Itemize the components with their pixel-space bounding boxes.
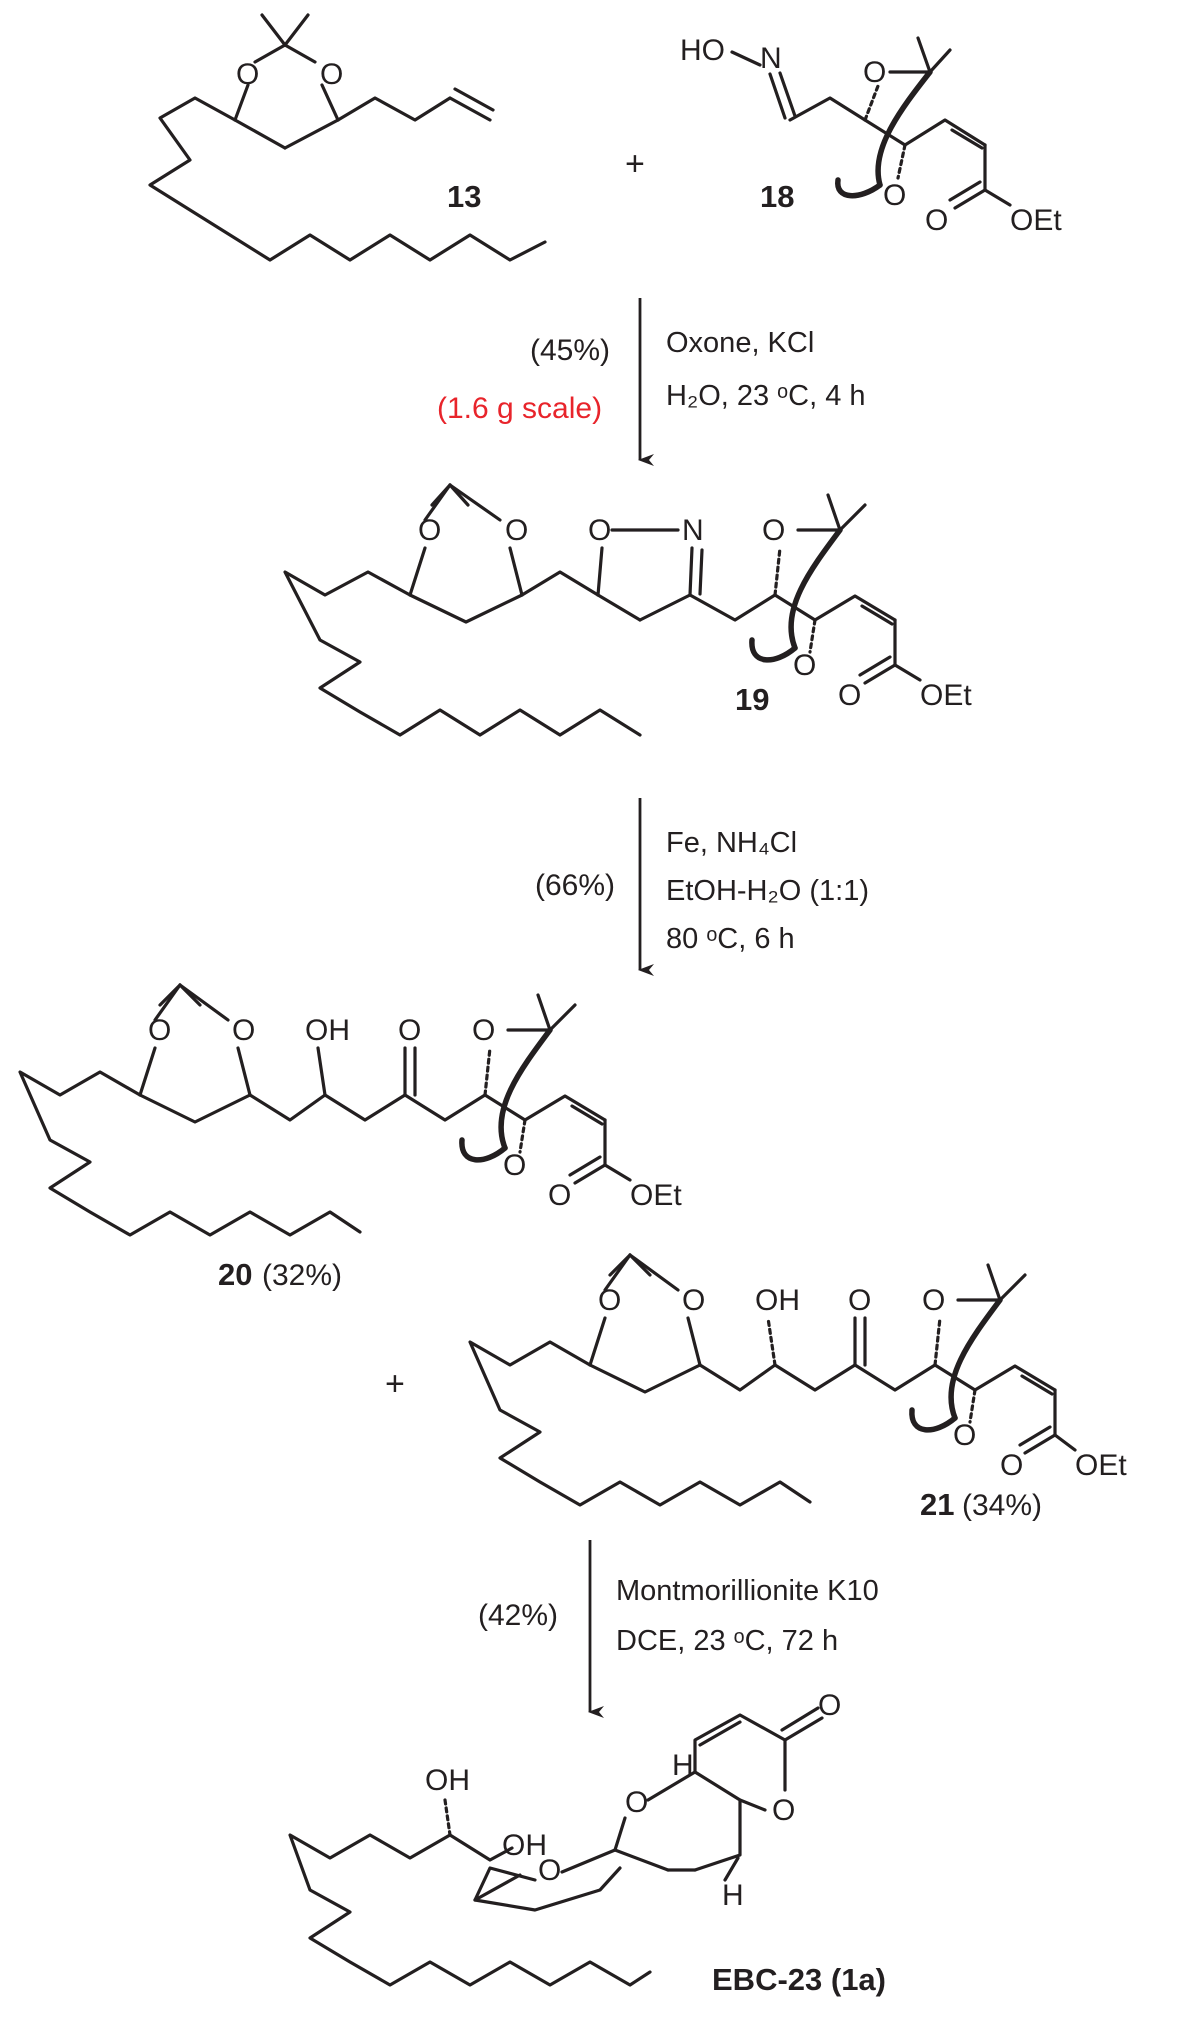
step3-yield: (42%) <box>478 1599 558 1632</box>
plus-sign: + <box>625 145 645 183</box>
oet-group: OEt <box>630 1179 682 1212</box>
step3-conditions-line2: DCE, 23 ᵒC, 72 h <box>616 1625 838 1657</box>
o-atom: O <box>762 514 785 547</box>
compound-19: O O O N O O O OEt 19 <box>283 483 972 737</box>
o-atom: O <box>818 1689 841 1722</box>
o-atom: O <box>548 1179 571 1212</box>
o-atom: O <box>883 179 906 212</box>
compound-20: O O OH O O O O OEt 20 (32%) <box>18 983 682 1292</box>
reaction-arrow-1: (45%) (1.6 g scale) Oxone, KCl H₂O, 23 ᵒ… <box>437 298 866 466</box>
o-atom: O <box>538 1854 561 1887</box>
o-atom: O <box>472 1014 495 1047</box>
o-atom: O <box>503 1149 526 1182</box>
compound-19-label: 19 <box>735 682 769 717</box>
ebc-23-label: EBC-23 (1a) <box>712 1962 886 1997</box>
step1-conditions-line2: H₂O, 23 ᵒC, 4 h <box>666 380 866 412</box>
o-atom: O <box>953 1419 976 1452</box>
o-atom: O <box>588 514 611 547</box>
o-atom: O <box>148 1014 171 1047</box>
step3-conditions-line1: Montmorillionite K10 <box>616 1575 879 1607</box>
step2-conditions-line1: Fe, NH₄Cl <box>666 827 797 859</box>
oet-group: OEt <box>920 679 972 712</box>
compound-18-label: 18 <box>760 179 794 214</box>
o-atom: O <box>925 204 948 237</box>
oh-group: OH <box>502 1829 547 1862</box>
oh-group: OH <box>425 1764 470 1797</box>
oet-group: OEt <box>1010 204 1062 237</box>
o-atom: O <box>863 56 886 89</box>
o-atom: O <box>848 1284 871 1317</box>
compound-18: HO N O O O OEt 18 <box>680 34 1062 237</box>
n-atom: N <box>682 514 704 547</box>
o-atom: O <box>1000 1449 1023 1482</box>
compound-13-label: 13 <box>447 179 481 214</box>
o-atom: O <box>682 1284 705 1317</box>
o-atom: O <box>232 1014 255 1047</box>
step1-conditions-line1: Oxone, KCl <box>666 327 814 359</box>
o-atom: O <box>236 58 259 91</box>
step2-conditions-line3: 80 ᵒC, 6 h <box>666 923 795 955</box>
compound-20-yield: (32%) <box>262 1259 342 1292</box>
o-atom: O <box>922 1284 945 1317</box>
n-atom: N <box>760 42 782 75</box>
oet-group: OEt <box>1075 1449 1127 1482</box>
compound-21: O O OH O O O O OEt 21 (34%) <box>468 1253 1127 1522</box>
plus-sign: + <box>385 1365 405 1403</box>
oh-group: OH <box>305 1014 350 1047</box>
compound-ebc-23: OH OH O O H H O O EBC-23 (1a) <box>288 1689 886 1997</box>
ho-group: HO <box>680 34 725 67</box>
reaction-arrow-3: (42%) Montmorillionite K10 DCE, 23 ᵒC, 7… <box>478 1540 879 1718</box>
o-atom: O <box>505 514 528 547</box>
oh-group: OH <box>755 1284 800 1317</box>
h-atom: H <box>722 1879 744 1912</box>
compound-21-yield: (34%) <box>962 1489 1042 1522</box>
step1-yield: (45%) <box>530 334 610 367</box>
compound-21-label: 21 <box>920 1487 954 1522</box>
o-atom: O <box>772 1794 795 1827</box>
h-atom: H <box>672 1749 694 1782</box>
compound-20-label: 20 <box>218 1257 252 1292</box>
step2-yield: (66%) <box>535 869 615 902</box>
o-atom: O <box>838 679 861 712</box>
o-atom: O <box>398 1014 421 1047</box>
o-atom: O <box>320 58 343 91</box>
step1-scale: (1.6 g scale) <box>437 392 602 425</box>
o-atom: O <box>418 514 441 547</box>
step2-conditions-line2: EtOH-H₂O (1:1) <box>666 875 869 907</box>
reaction-arrow-2: (66%) Fe, NH₄Cl EtOH-H₂O (1:1) 80 ᵒC, 6 … <box>535 798 869 976</box>
o-atom: O <box>598 1284 621 1317</box>
o-atom: O <box>793 649 816 682</box>
compound-13: O O 13 <box>148 13 547 262</box>
o-atom: O <box>625 1786 648 1819</box>
